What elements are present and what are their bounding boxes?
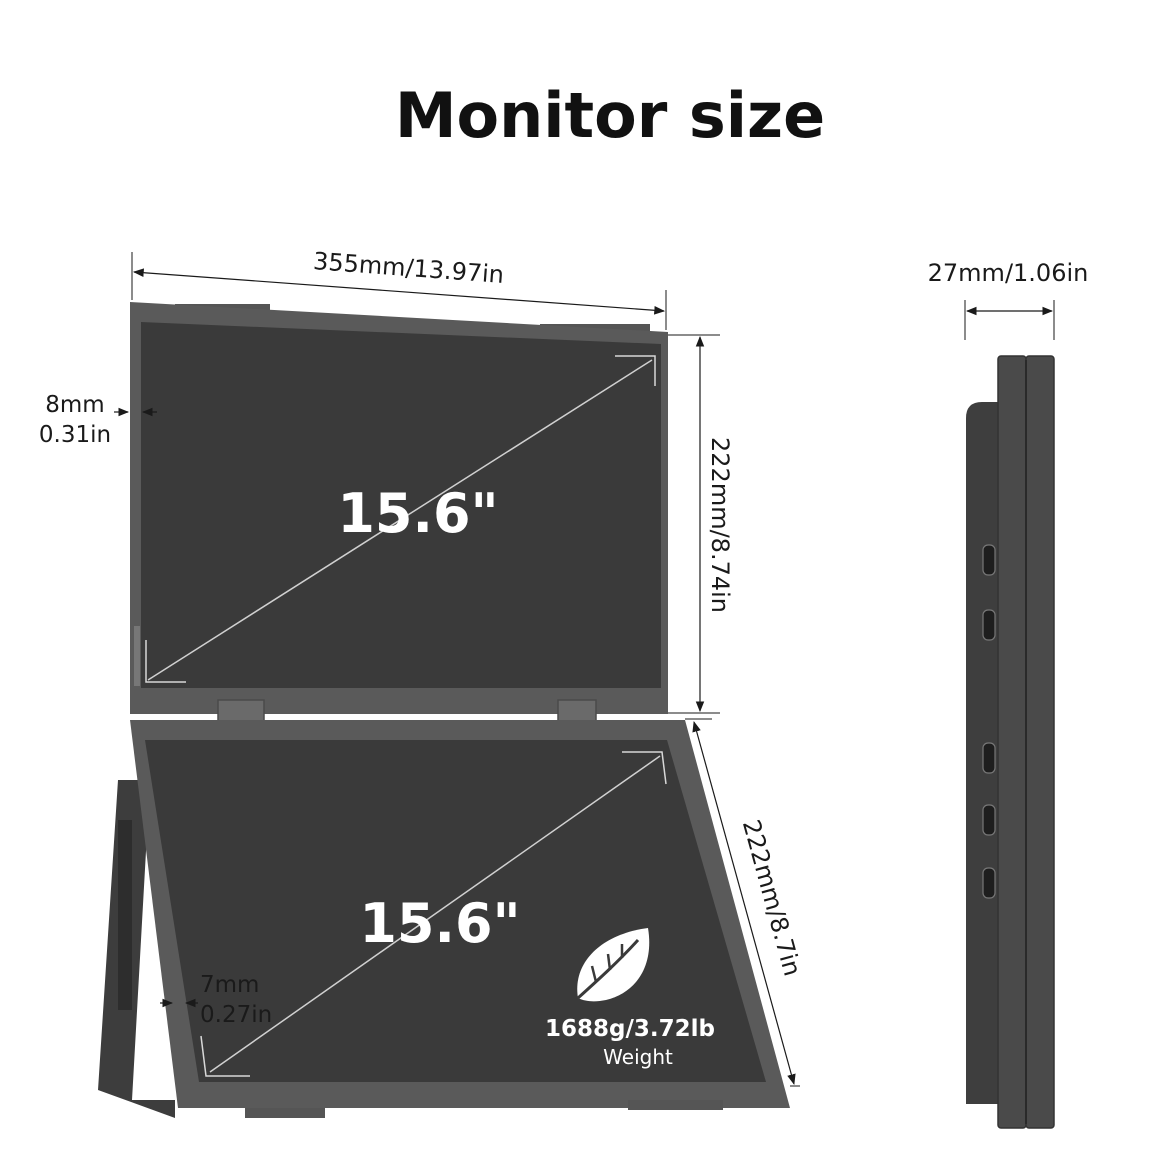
bottom-monitor: 15.6" 1688g/3.72lb Weight — [98, 720, 790, 1118]
leaf-icon — [576, 928, 650, 1002]
top-height-label: 222mm/8.74in — [706, 437, 734, 613]
top-height-dimension: 222mm/8.74in — [668, 334, 734, 714]
top-diagonal-line — [147, 359, 653, 681]
top-monitor: 15.6" — [130, 302, 668, 714]
bottom-diagonal-line — [209, 755, 661, 1073]
top-bezel-mm: 8mm — [45, 392, 104, 418]
weight-label: Weight — [603, 1045, 673, 1069]
bottom-bezel-in: 0.27in — [200, 1002, 272, 1028]
side-ports — [982, 544, 996, 899]
width-label: 355mm/13.97in — [312, 247, 505, 289]
top-diagonal-label: 15.6" — [337, 482, 498, 545]
bottom-diagonal-label: 15.6" — [359, 892, 520, 955]
side-view: 27mm/1.06in — [928, 259, 1089, 1129]
weight-value: 1688g/3.72lb — [545, 1016, 715, 1042]
bottom-bezel-dimension: 7mm 0.27in — [160, 972, 272, 1028]
depth-label: 27mm/1.06in — [928, 259, 1089, 287]
kickstand — [98, 780, 175, 1118]
bottom-bezel-mm: 7mm — [200, 972, 259, 998]
page-title: Monitor size — [395, 79, 825, 152]
top-bezel-in: 0.31in — [39, 422, 111, 448]
top-bezel-dimension: 8mm 0.31in — [39, 392, 157, 448]
top-screen — [141, 322, 661, 688]
